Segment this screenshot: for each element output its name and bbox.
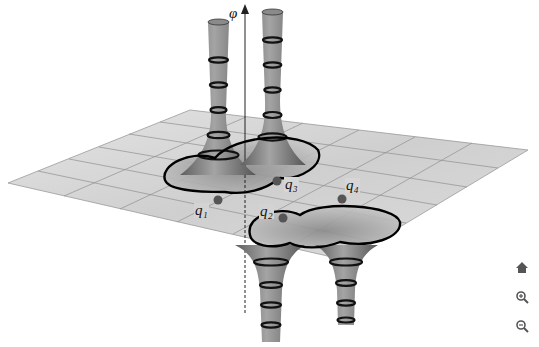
- equipotential-contour: [164, 138, 319, 193]
- surface-plane: [8, 110, 528, 260]
- charge-label: q₂: [259, 204, 274, 219]
- charge-label: q₄: [345, 178, 360, 193]
- axis-label: φ: [228, 6, 238, 21]
- charge-label: q₃: [284, 177, 299, 192]
- axis-arrowhead: [241, 4, 249, 14]
- phi-axis: [245, 10, 246, 160]
- charge-label: q₁: [194, 203, 209, 218]
- negative-well: [315, 245, 378, 325]
- view-icons: [516, 262, 528, 332]
- charge-dots: [214, 177, 347, 223]
- negative-well: [235, 245, 305, 342]
- phi-axis-hidden: [245, 160, 246, 315]
